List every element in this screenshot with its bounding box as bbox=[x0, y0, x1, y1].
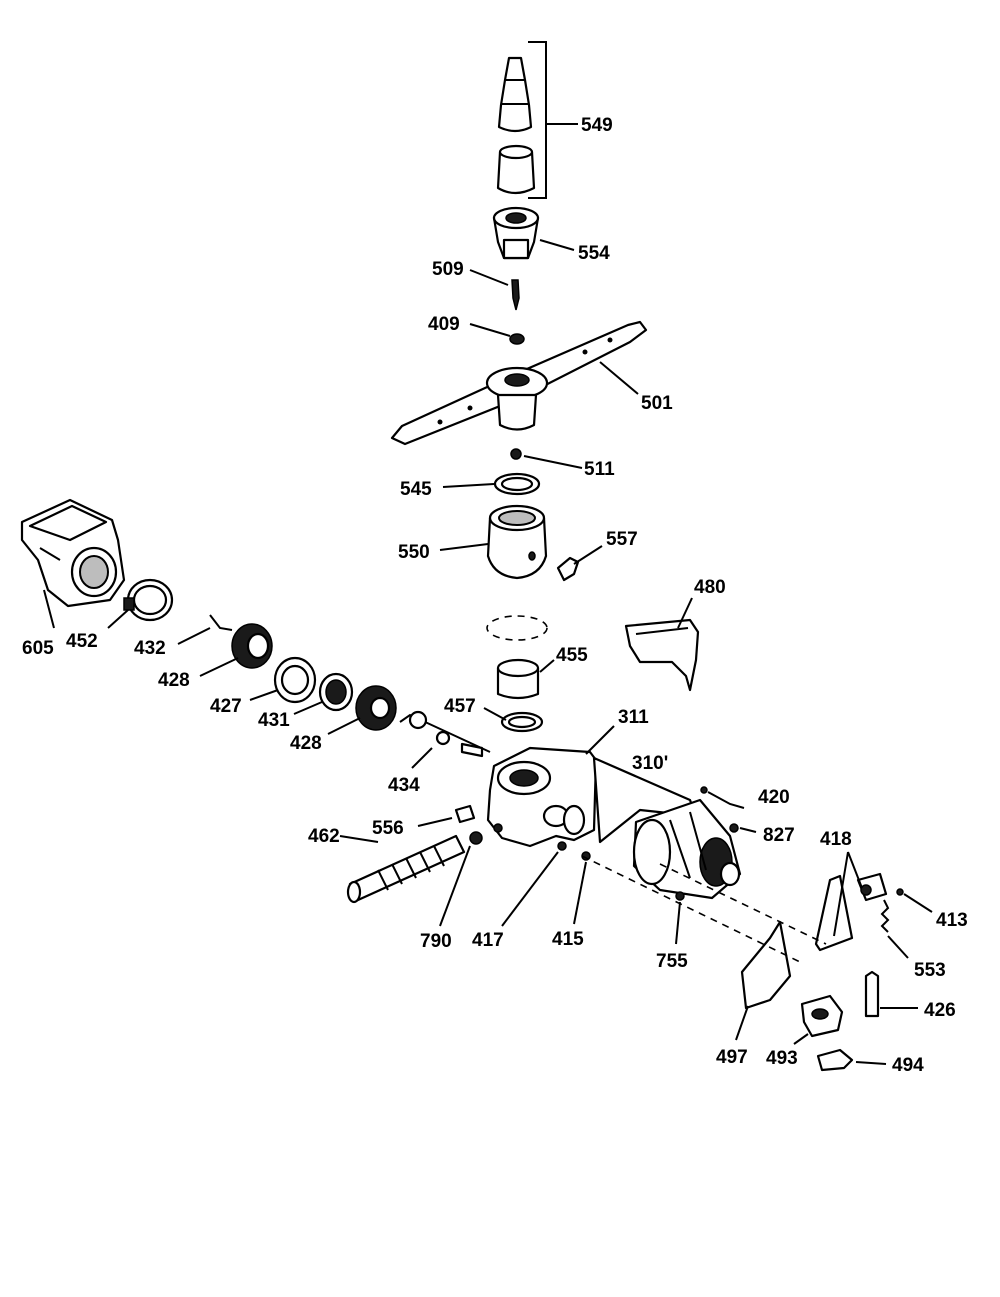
label-549: 549 bbox=[581, 115, 613, 136]
label-420: 420 bbox=[758, 787, 790, 808]
ball-511 bbox=[510, 448, 522, 460]
label-452: 452 bbox=[66, 631, 98, 652]
label-511: 511 bbox=[584, 459, 615, 480]
spray-tower-549 bbox=[496, 41, 547, 199]
label-409: 409 bbox=[428, 314, 460, 335]
label-427: 427 bbox=[210, 696, 242, 717]
motor bbox=[632, 798, 742, 900]
seal-431 bbox=[318, 672, 354, 712]
clamp-457 bbox=[500, 711, 544, 733]
label-494: 494 bbox=[892, 1055, 924, 1076]
label-480: 480 bbox=[694, 577, 726, 598]
screw-755 bbox=[675, 891, 685, 901]
impeller-428-right bbox=[355, 685, 397, 731]
label-434: 434 bbox=[388, 775, 420, 796]
bearing-554 bbox=[492, 206, 540, 260]
nut-827 bbox=[729, 823, 739, 833]
spray-arm-501 bbox=[390, 320, 648, 446]
label-827: 827 bbox=[763, 825, 795, 846]
label-462: 462 bbox=[308, 826, 340, 847]
label-311: 311 bbox=[618, 707, 649, 728]
label-493: 493 bbox=[766, 1048, 798, 1069]
nut-409 bbox=[509, 333, 525, 345]
housing-550 bbox=[486, 504, 548, 580]
wire-432 bbox=[209, 614, 233, 631]
impeller-428-left bbox=[231, 623, 273, 669]
label-554: 554 bbox=[578, 243, 610, 264]
label-556: 556 bbox=[372, 818, 404, 839]
pin-426 bbox=[864, 970, 880, 1018]
screw-417 bbox=[557, 841, 567, 851]
leader-lines bbox=[43, 123, 933, 1065]
label-501: 501 bbox=[641, 393, 673, 414]
label-432: 432 bbox=[134, 638, 166, 659]
label-550: 550 bbox=[398, 542, 430, 563]
label-413: 413 bbox=[936, 910, 968, 931]
label-553: 553 bbox=[914, 960, 946, 981]
part-labels: 549 554 509 409 501 511 545 550 557 605 … bbox=[22, 115, 968, 1076]
duct-480 bbox=[624, 618, 700, 692]
label-455: 455 bbox=[556, 645, 588, 666]
label-418: 418 bbox=[820, 829, 852, 850]
label-557: 557 bbox=[606, 529, 638, 550]
label-428-left: 428 bbox=[158, 670, 190, 691]
bracket-497 bbox=[740, 920, 792, 1010]
label-790: 790 bbox=[420, 931, 452, 952]
label-457: 457 bbox=[444, 696, 476, 717]
label-415: 415 bbox=[552, 929, 584, 950]
label-497: 497 bbox=[716, 1047, 748, 1068]
plunger-494 bbox=[816, 1048, 854, 1072]
ring-545 bbox=[493, 472, 541, 496]
clamp-452 bbox=[123, 578, 174, 622]
label-605: 605 bbox=[22, 638, 54, 659]
label-310: 310' bbox=[632, 753, 668, 774]
gasket-427 bbox=[273, 656, 317, 704]
alignment-lines bbox=[581, 855, 827, 963]
label-755: 755 bbox=[656, 951, 688, 972]
gasket-455 bbox=[486, 615, 548, 700]
hose-462 bbox=[346, 834, 466, 904]
hardware-434 bbox=[399, 710, 491, 758]
screw-509 bbox=[511, 279, 520, 311]
label-431: 431 bbox=[258, 710, 290, 731]
screw-420 bbox=[707, 791, 745, 809]
switch-bracket-418 bbox=[814, 872, 904, 952]
label-426: 426 bbox=[924, 1000, 956, 1021]
label-417: 417 bbox=[472, 930, 504, 951]
nozzle-556 bbox=[454, 804, 476, 824]
clip-557 bbox=[556, 556, 580, 582]
pump-housing-311 bbox=[486, 746, 598, 848]
label-509: 509 bbox=[432, 259, 464, 280]
label-428-right: 428 bbox=[290, 733, 322, 754]
sump-605 bbox=[20, 498, 126, 608]
label-545: 545 bbox=[400, 479, 432, 500]
fitting-790 bbox=[469, 831, 483, 845]
solenoid-493 bbox=[800, 994, 844, 1038]
